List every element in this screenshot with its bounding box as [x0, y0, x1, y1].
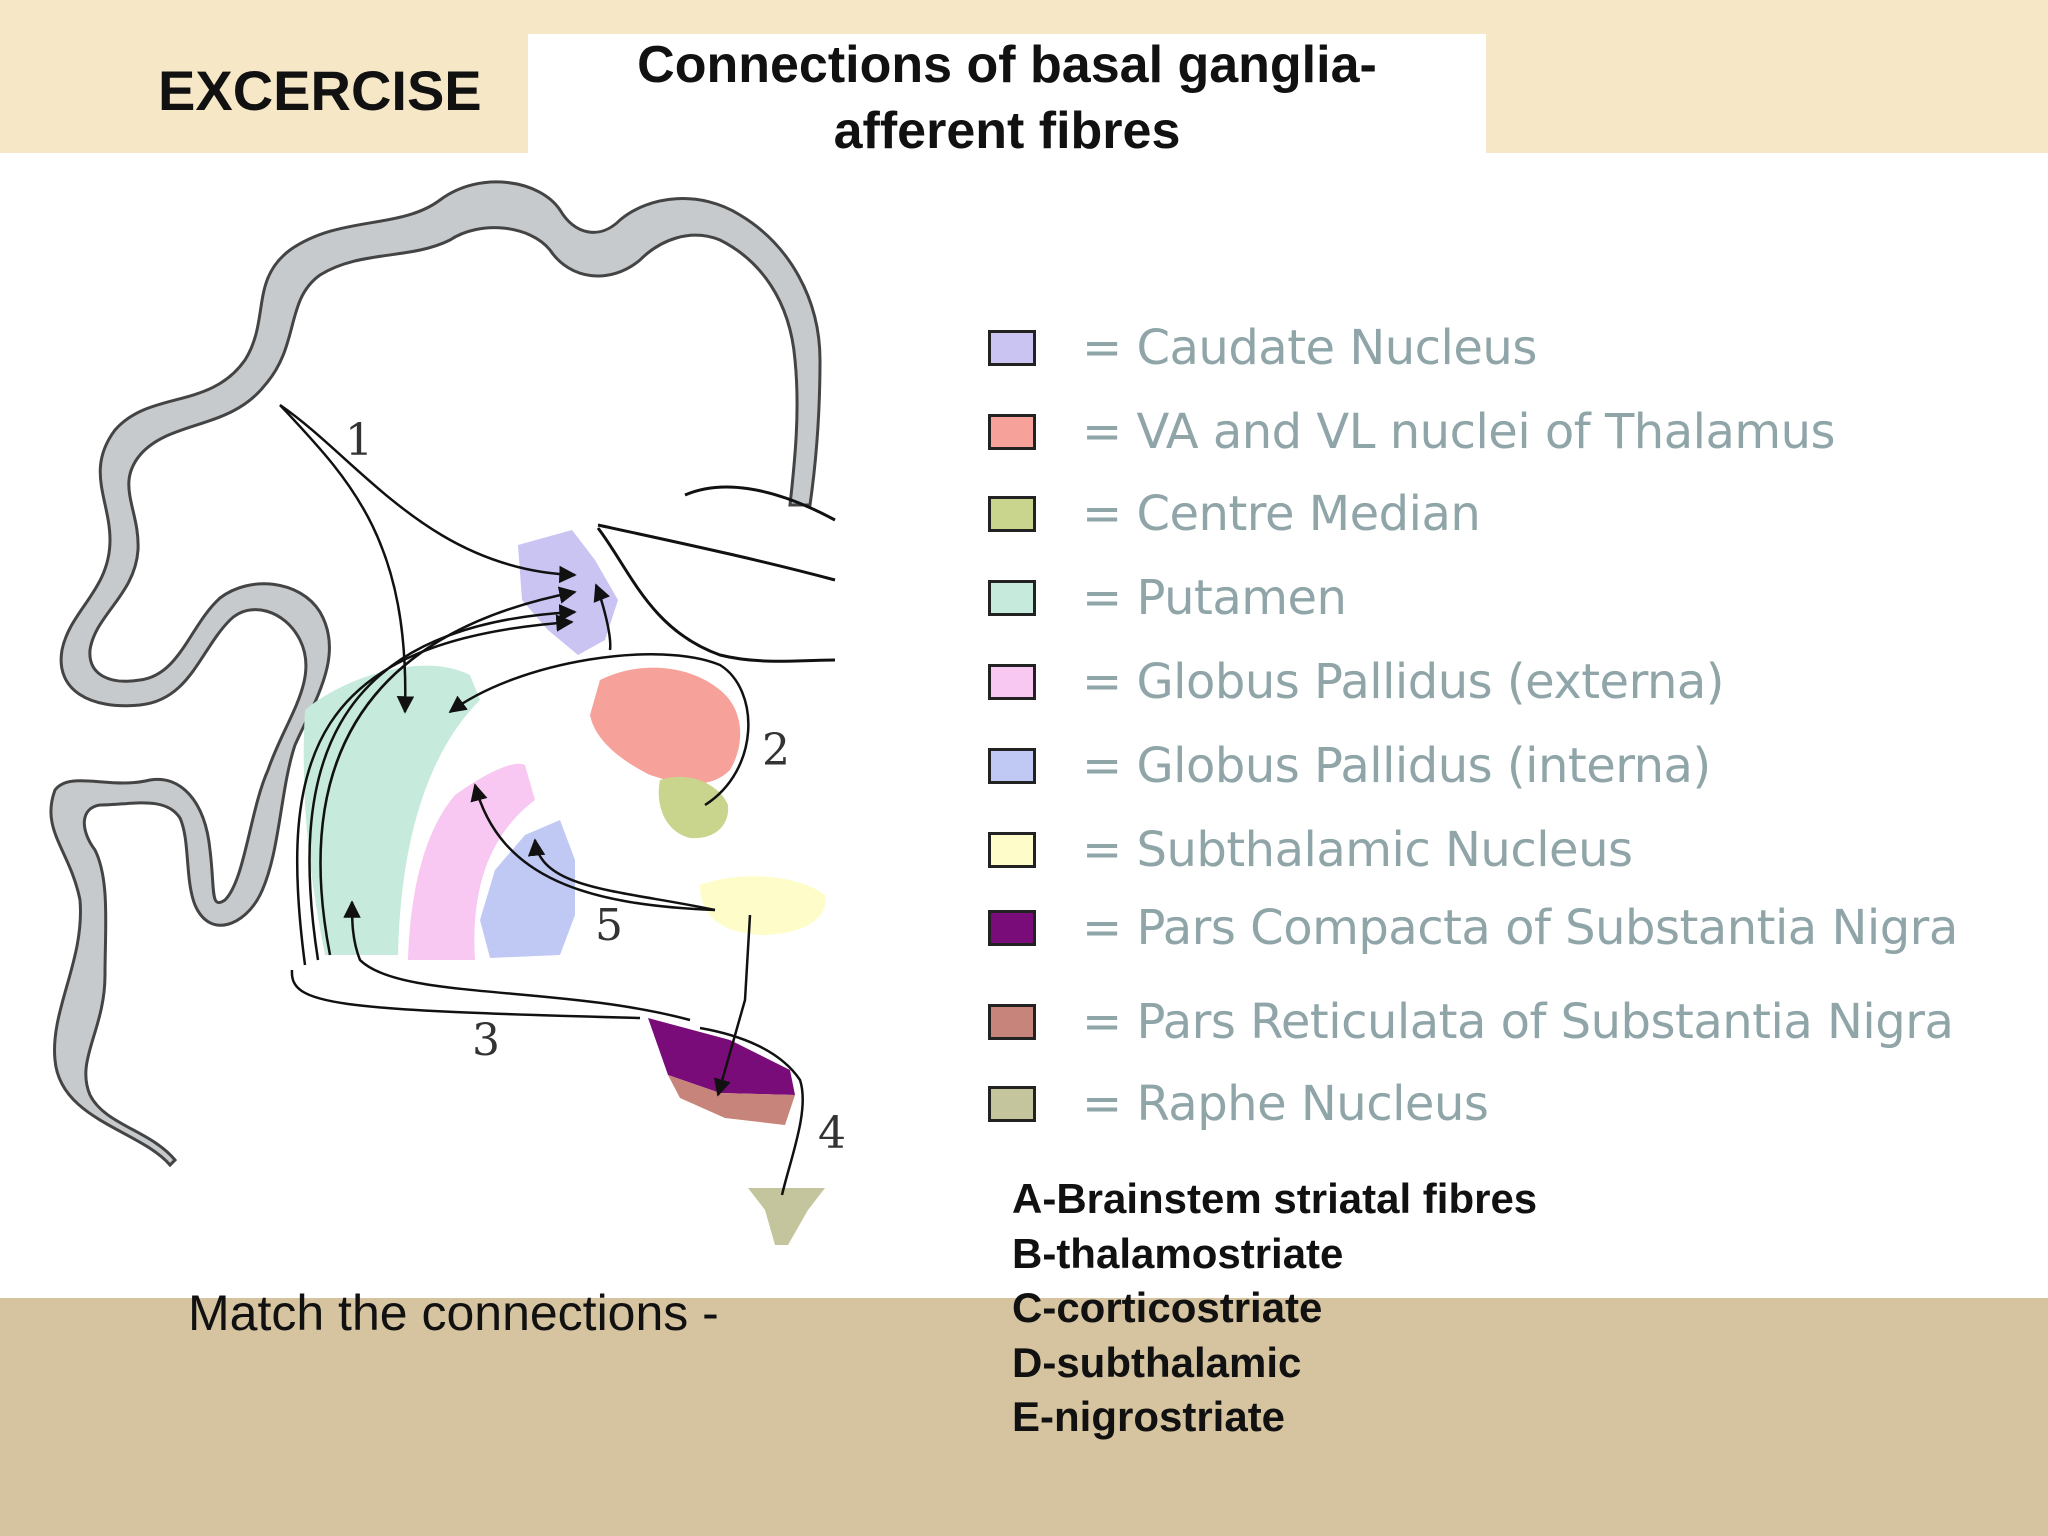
legend-label: = Globus Pallidus (interna)	[1082, 738, 1711, 794]
pars-compacta-shape	[648, 1018, 795, 1095]
legend-swatch	[988, 580, 1036, 616]
basal-ganglia-diagram: 1 2 3 4 5	[49, 180, 846, 1245]
pathway-number-1: 1	[345, 415, 373, 466]
legend-item: = Subthalamic Nucleus	[988, 820, 1633, 880]
pathway-5-arrow-b	[470, 783, 716, 912]
legend-label: = Caudate Nucleus	[1082, 320, 1537, 376]
capsule-fibre-4	[290, 969, 641, 1020]
legend-swatch	[988, 330, 1036, 366]
legend-item: = Pars Reticulata of Substantia Nigra	[988, 992, 1954, 1052]
legend-item: = VA and VL nuclei of Thalamus	[988, 402, 1836, 462]
legend-item: = Globus Pallidus (externa)	[988, 652, 1725, 712]
match-prompt: Match the connections -	[188, 1285, 719, 1341]
legend-label: = Pars Compacta of Substantia Nigra	[1082, 900, 1958, 956]
pathway-number-4: 4	[818, 1108, 846, 1159]
answer-option-d: D-subthalamic	[1012, 1338, 1302, 1386]
answer-option-e: E-nigrostriate	[1012, 1393, 1286, 1440]
pathway-4-arrow	[699, 1026, 804, 1196]
pathway-2-arrow	[448, 653, 750, 807]
ventricle-line-3	[596, 527, 836, 663]
answer-option-c: C-corticostriate	[1012, 1284, 1323, 1331]
page-title-line-2: afferent fibres	[833, 102, 1181, 160]
pathway-1-arrow-b	[279, 403, 577, 584]
subthalamo-nigral-arrow	[713, 914, 752, 1097]
legend-swatch	[988, 664, 1036, 700]
caudate-arrow	[593, 583, 612, 651]
answer-option-a: A-Brainstem striatal fibres	[1012, 1175, 1538, 1222]
page-title: Connections of basal ganglia- afferent f…	[528, 32, 1486, 164]
capsule-fibre-2	[308, 604, 577, 961]
capsule-fibre-3	[295, 614, 574, 966]
pathway-1-arrow-a	[279, 404, 415, 714]
legend-swatch	[988, 1004, 1036, 1040]
capsule-fibre-1	[319, 586, 577, 956]
thalamus-va-vl-shape	[590, 667, 741, 784]
ventricle-line-1	[684, 485, 836, 522]
legend-item: = Centre Median	[988, 484, 1481, 544]
centre-median-shape	[658, 776, 729, 839]
legend-label: = Centre Median	[1082, 486, 1481, 542]
raphe-nucleus-shape	[748, 1188, 825, 1245]
title-box	[528, 34, 1486, 153]
legend-label: = Pars Reticulata of Substantia Nigra	[1082, 994, 1954, 1050]
pathway-3-arrow	[343, 900, 691, 1022]
legend-swatch	[988, 1086, 1036, 1122]
legend-label: = Raphe Nucleus	[1082, 1076, 1489, 1132]
answer-option-b: B-thalamostriate	[1012, 1229, 1344, 1277]
legend-swatch	[988, 496, 1036, 532]
ventricle-line-2	[597, 523, 836, 582]
legend-label: = Globus Pallidus (externa)	[1082, 654, 1725, 710]
exercise-label: EXCERCISE	[158, 59, 482, 122]
legend-label: = Subthalamic Nucleus	[1082, 822, 1633, 878]
cerebral-cortex	[49, 180, 822, 1168]
legend-item: = Putamen	[988, 568, 1347, 628]
subthalamic-nucleus-shape	[700, 876, 826, 935]
globus-pallidus-externa-shape	[408, 763, 535, 960]
pathway-5-arrow-a	[527, 838, 716, 912]
legend-label: = Putamen	[1082, 570, 1347, 626]
pathway-number-3: 3	[472, 1015, 500, 1066]
legend-label: = VA and VL nuclei of Thalamus	[1082, 404, 1836, 460]
legend-swatch	[988, 832, 1036, 868]
legend-swatch	[988, 414, 1036, 450]
page-title-line-1: Connections of basal ganglia-	[637, 36, 1377, 94]
pars-reticulata-shape	[668, 1075, 795, 1125]
legend-swatch	[988, 748, 1036, 784]
legend-item: = Pars Compacta of Substantia Nigra	[988, 898, 1958, 958]
legend-item: = Caudate Nucleus	[988, 318, 1537, 378]
answer-options: A-Brainstem striatal fibres B-thalamostr…	[1012, 1172, 1537, 1445]
pathway-number-2: 2	[762, 725, 790, 776]
footer-band	[0, 1298, 2048, 1536]
legend-swatch	[988, 910, 1036, 946]
pathway-number-5: 5	[595, 900, 623, 951]
globus-pallidus-interna-shape	[480, 820, 575, 958]
legend-item: = Globus Pallidus (interna)	[988, 736, 1711, 796]
legend-item: = Raphe Nucleus	[988, 1074, 1489, 1134]
